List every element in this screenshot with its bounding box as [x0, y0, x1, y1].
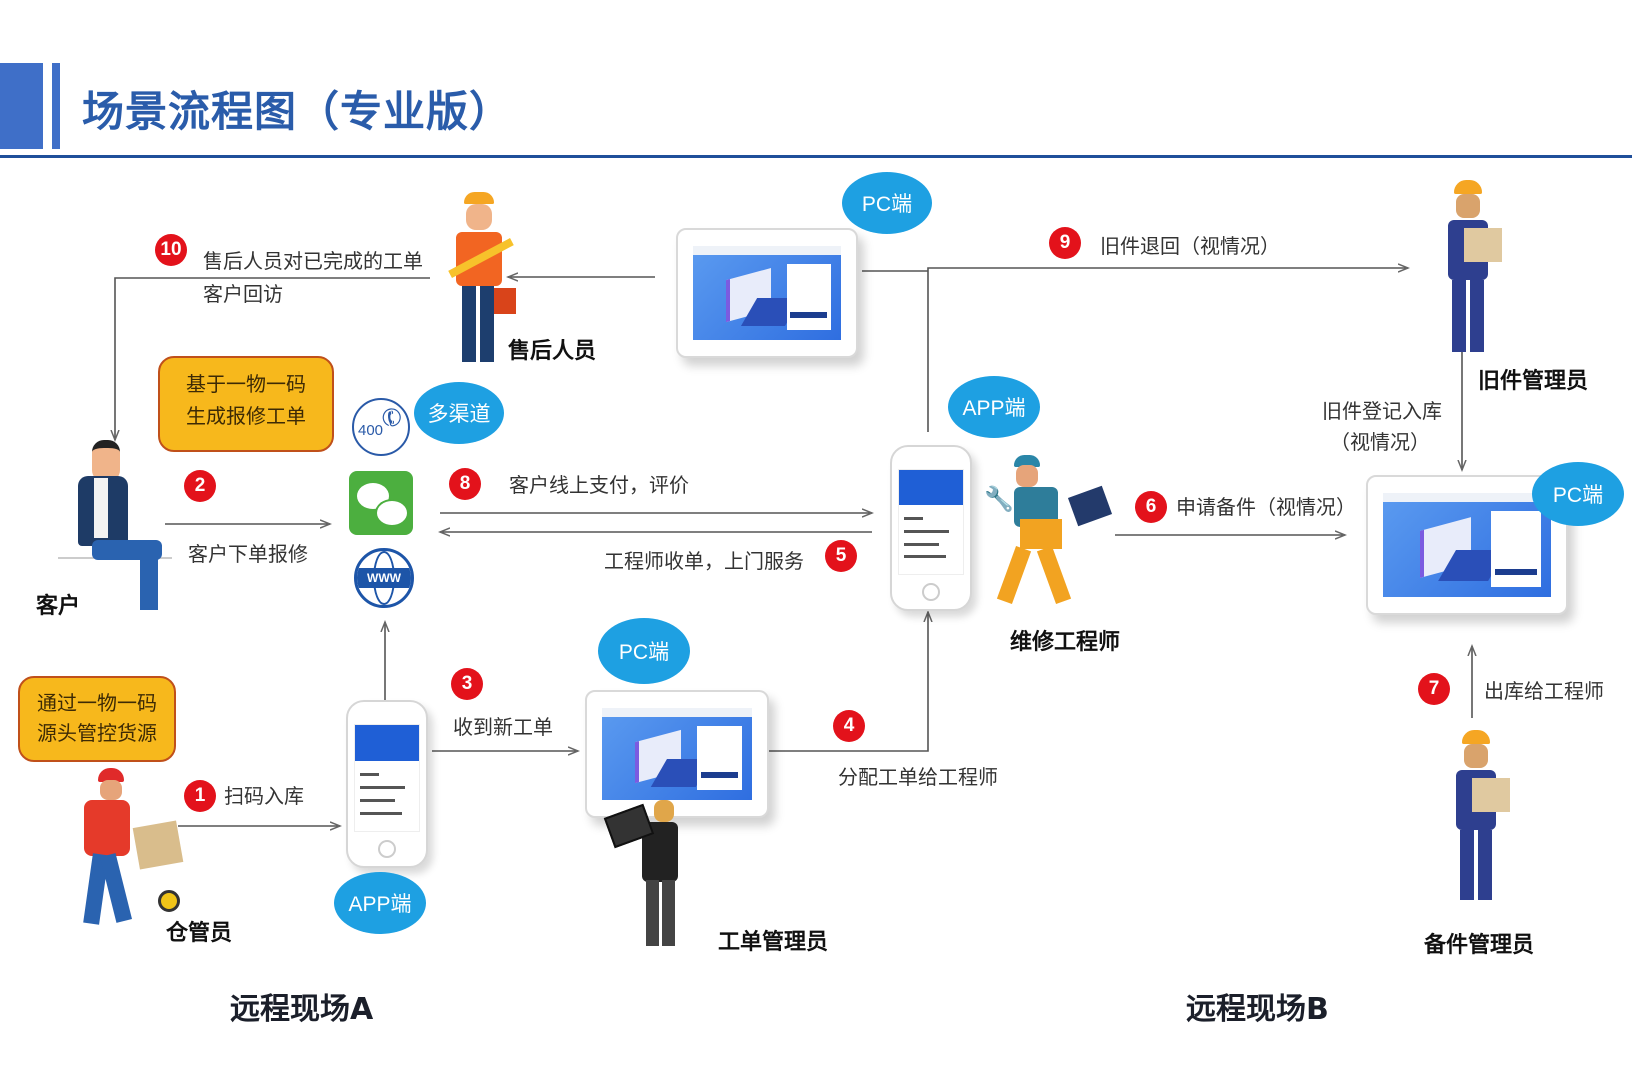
spare-parts-manager-figure	[1448, 730, 1518, 902]
step-badge-10: 10	[155, 234, 187, 266]
wechat-icon	[349, 471, 413, 535]
step-label-5: 工程师收单，上门服务	[604, 549, 804, 573]
header-accent-bar-thin	[52, 63, 60, 149]
step-badge-8: 8	[449, 468, 481, 500]
step-badge-9: 9	[1049, 227, 1081, 259]
step-label-3: 收到新工单	[453, 715, 553, 739]
step-badge-2: 2	[184, 470, 216, 502]
engineer-figure: 🔧	[984, 455, 1114, 605]
role-label-spare-parts-manager: 备件管理员	[1424, 933, 1535, 958]
step-badge-6: 6	[1135, 491, 1167, 523]
step-label-10-line2: 客户回访	[203, 282, 283, 306]
callout-warehouse: 通过一物一码 源头管控货源	[18, 676, 176, 762]
after-sales-figure	[446, 192, 516, 368]
step-label-9: 旧件退回（视情况）	[1100, 234, 1280, 258]
step-badge-3: 3	[451, 668, 483, 700]
customer-figure	[64, 440, 174, 610]
step-label-10-line1: 售后人员对已完成的工单	[203, 249, 423, 273]
pc-bubble-right: PC端	[1532, 462, 1624, 526]
step-label-8: 客户线上支付，评价	[509, 473, 689, 497]
role-label-customer: 客户	[36, 594, 81, 619]
old-parts-manager-figure	[1440, 180, 1510, 356]
step-label-1: 扫码入库	[224, 784, 304, 808]
role-label-after-sales: 售后人员	[508, 339, 597, 364]
app-phone-warehouse	[346, 700, 428, 868]
header-accent-bar	[0, 63, 43, 149]
role-label-work-order-manager: 工单管理员	[718, 930, 829, 955]
connector-step-10	[115, 277, 430, 440]
work-order-manager-figure	[603, 800, 688, 950]
role-label-engineer: 维修工程师	[1010, 630, 1121, 655]
old-parts-register-line1: 旧件登记入库	[1322, 399, 1442, 423]
pc-terminal-work-order	[585, 690, 769, 818]
step-label-6: 申请备件（视情况）	[1176, 495, 1356, 519]
app-bubble-bottom: APP端	[334, 872, 426, 934]
site-label-a: 远程现场A	[230, 992, 374, 1027]
header-divider	[0, 155, 1632, 158]
step-label-2: 客户下单报修	[188, 542, 308, 566]
role-label-warehouse-keeper: 仓管员	[166, 921, 233, 946]
multi-channel-bubble: 多渠道	[414, 382, 504, 444]
role-label-old-parts-manager: 旧件管理员	[1478, 369, 1589, 394]
connector-step-4	[768, 612, 928, 752]
app-phone-engineer	[890, 445, 972, 611]
step-badge-4: 4	[833, 710, 865, 742]
pc-bubble-top: PC端	[842, 172, 932, 234]
old-parts-register-line2: （视情况）	[1330, 430, 1430, 454]
pc-bubble-middle: PC端	[598, 618, 690, 684]
pc-terminal-spare-parts	[1366, 475, 1568, 615]
wrench-icon: 🔧	[984, 485, 1014, 513]
phone-400-icon: 400 ✆	[352, 398, 410, 456]
step-badge-7: 7	[1418, 673, 1450, 705]
connector-step-9	[927, 268, 1408, 432]
step-label-4: 分配工单给工程师	[838, 765, 998, 789]
warehouse-keeper-figure	[74, 768, 204, 934]
app-bubble-engineer: APP端	[948, 376, 1040, 438]
callout-customer: 基于一物一码 生成报修工单	[158, 356, 334, 452]
site-label-b: 远程现场B	[1186, 992, 1329, 1027]
step-badge-1: 1	[184, 780, 216, 812]
step-badge-5: 5	[825, 540, 857, 572]
step-label-7: 出库给工程师	[1484, 679, 1604, 703]
web-globe-icon: WWW	[354, 548, 414, 608]
pc-terminal-top	[676, 228, 858, 358]
page-title: 场景流程图（专业版）	[82, 87, 513, 136]
